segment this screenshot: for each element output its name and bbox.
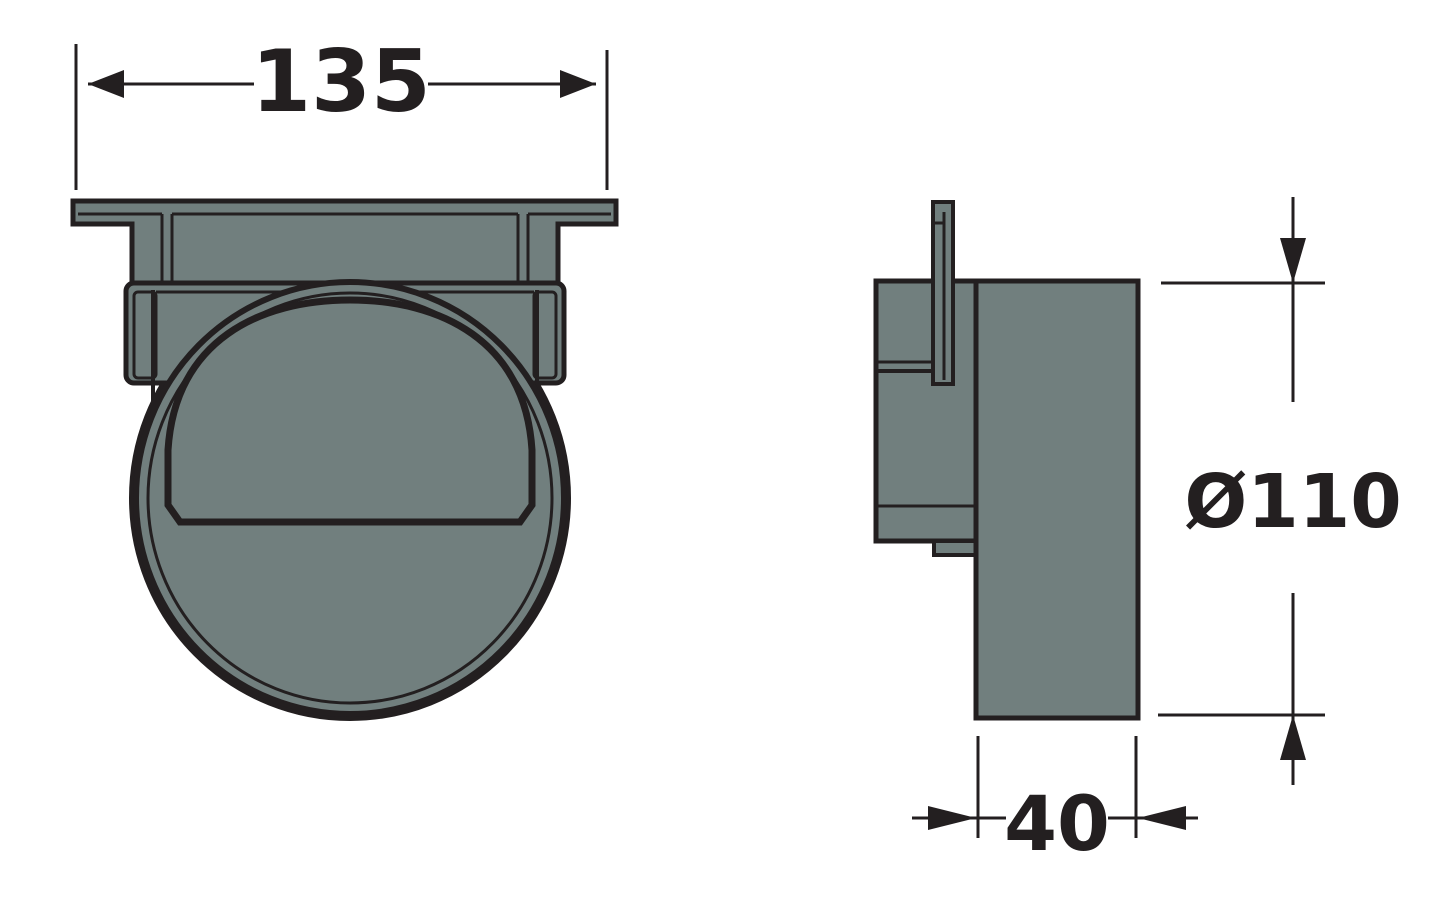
dimension-label-135: 135 (251, 32, 431, 132)
arrow-up-icon (1280, 715, 1306, 760)
arrow-left-icon (88, 70, 124, 98)
arrow-down-icon (1280, 238, 1306, 283)
arrow-right-icon (560, 70, 596, 98)
d-shaped-opening (164, 296, 536, 526)
dimension-135: 135 (88, 32, 596, 132)
dimension-40: 40 (912, 736, 1198, 868)
arrow-right-icon (928, 806, 976, 830)
dimension-diameter-110: Ø110 (1158, 197, 1402, 785)
side-view: 40 Ø110 (873, 197, 1402, 868)
dimension-label-40: 40 (1004, 779, 1110, 868)
side-collar (873, 278, 981, 544)
side-pipe-body (973, 278, 1141, 721)
dimension-label-110: Ø110 (1184, 459, 1401, 545)
outlet-pipe-inner-ring (146, 291, 554, 705)
arrow-left-icon (1138, 806, 1186, 830)
front-view: 135 (70, 32, 619, 721)
